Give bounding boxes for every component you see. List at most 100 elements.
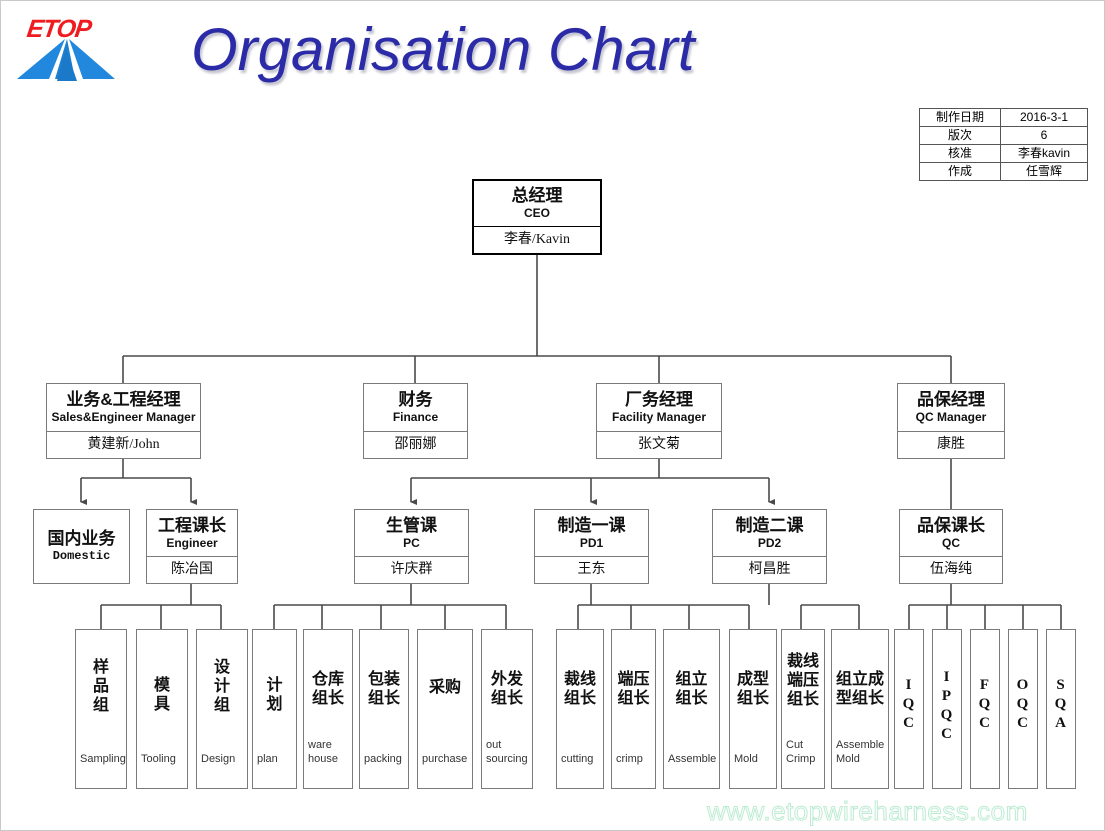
node-person-name: 黄建新/John	[47, 431, 200, 458]
leaf-en-label: cutting	[561, 753, 594, 765]
info-key: 制作日期	[919, 108, 1001, 127]
node-cn-label: 总经理	[511, 186, 563, 205]
document-info-table: 制作日期 2016-3-1 版次 6 核准 李春kavin 作成 任雪辉	[919, 108, 1088, 181]
etop-logo: ETOP	[13, 13, 123, 83]
node-cn-label: 生管课	[386, 515, 437, 535]
info-value: 6	[1000, 126, 1088, 145]
node-en-label: PD2	[757, 535, 782, 550]
leaf-en-label: purchase	[422, 753, 468, 765]
node-person-name: 康胜	[898, 431, 1004, 458]
leaf-en-label: crimp	[616, 753, 643, 765]
leaf-sampling[interactable]: 样 品 组 Sampling	[75, 629, 127, 789]
node-finance[interactable]: 财务 Finance 邵丽娜	[363, 383, 468, 459]
leaf-cn-label: 模 具	[153, 677, 170, 713]
node-cn-label: 品保经理	[917, 390, 985, 409]
leaf-cn-label: 裁线 组长	[563, 671, 596, 707]
leaf-en-label: out sourcing	[486, 739, 528, 765]
leaf-mold[interactable]: 成型 组长 Mold	[729, 629, 777, 789]
leaf-assemble-mold[interactable]: 组立成 型组长 Assemble Mold	[831, 629, 889, 789]
leaf-ipqc[interactable]: I P Q C	[932, 629, 962, 789]
leaf-cn-label: 成型 组长	[736, 671, 769, 707]
node-person-name: 李春/Kavin	[474, 226, 600, 253]
node-facility-manager[interactable]: 厂务经理 Facility Manager 张文菊	[596, 383, 722, 459]
node-title-cell: 品保经理 QC Manager	[898, 384, 1004, 431]
leaf-cn-label: 外发 组长	[490, 671, 523, 707]
node-cn-label: 工程课长	[158, 515, 226, 535]
leaf-cn-label: 包装 组长	[367, 671, 400, 707]
leaf-oqc[interactable]: O Q C	[1008, 629, 1038, 789]
node-pd2[interactable]: 制造二课 PD2 柯昌胜	[712, 509, 827, 584]
leaf-purchase[interactable]: 采购 purchase	[417, 629, 473, 789]
leaf-cut-crimp[interactable]: 裁线 端压 组长 Cut Crimp	[781, 629, 825, 789]
node-en-label: QC	[942, 535, 960, 550]
node-person-name: 张文菊	[597, 431, 721, 458]
leaf-en-label: Design	[201, 753, 236, 765]
leaf-cn-label: 组立 组长	[675, 671, 708, 707]
leaf-cn-label: O Q C	[1016, 677, 1030, 731]
node-en-label: PC	[403, 535, 420, 550]
node-qc[interactable]: 品保课长 QC 伍海纯	[899, 509, 1003, 584]
node-title-cell: 厂务经理 Facility Manager	[597, 384, 721, 431]
table-row: 作成 任雪辉	[919, 162, 1088, 181]
table-row: 核准 李春kavin	[919, 144, 1088, 163]
info-key: 作成	[919, 162, 1001, 181]
node-cn-label: 制造一课	[557, 515, 626, 535]
leaf-en-label: Cut Crimp	[786, 739, 816, 765]
node-title-cell: 制造一课 PD1	[535, 510, 648, 556]
leaf-outsourcing[interactable]: 外发 组长 out sourcing	[481, 629, 533, 789]
node-cn-label: 品保课长	[917, 515, 985, 535]
leaf-en-label: ware house	[308, 739, 338, 765]
table-row: 制作日期 2016-3-1	[919, 108, 1088, 127]
leaf-crimp[interactable]: 端压 组长 crimp	[611, 629, 656, 789]
leaf-cn-label: 设 计 组	[213, 659, 230, 714]
leaf-design[interactable]: 设 计 组 Design	[196, 629, 248, 789]
leaf-tooling[interactable]: 模 具 Tooling	[136, 629, 188, 789]
node-en-label: Facility Manager	[611, 410, 707, 424]
leaf-cn-label: 采购	[428, 679, 461, 696]
node-engineer[interactable]: 工程课长 Engineer 陈冶国	[146, 509, 238, 584]
node-cn-label: 财务	[398, 390, 433, 409]
info-value: 2016-3-1	[1000, 108, 1088, 127]
leaf-cn-label: S Q A	[1054, 677, 1068, 731]
leaf-fqc[interactable]: F Q C	[970, 629, 1000, 789]
node-title-cell: 国内业务 Domestic	[34, 510, 129, 583]
leaf-assemble[interactable]: 组立 组长 Assemble	[663, 629, 720, 789]
node-pc[interactable]: 生管课 PC 许庆群	[354, 509, 469, 584]
node-en-label: Engineer	[166, 535, 218, 550]
leaf-cutting[interactable]: 裁线 组长 cutting	[556, 629, 604, 789]
info-key: 核准	[919, 144, 1001, 163]
node-pd1[interactable]: 制造一课 PD1 王东	[534, 509, 649, 584]
node-en-label: Finance	[392, 410, 439, 424]
node-domestic[interactable]: 国内业务 Domestic	[33, 509, 130, 584]
logo-rays-icon	[17, 39, 115, 81]
leaf-cn-label: 计 划	[266, 677, 283, 713]
leaf-en-label: packing	[364, 753, 402, 765]
leaf-en-label: Tooling	[141, 753, 176, 765]
leaf-cn-label: 裁线 端压 组长	[786, 653, 819, 708]
node-cn-label: 制造二课	[735, 515, 804, 535]
node-person-name: 陈冶国	[147, 556, 237, 583]
info-key: 版次	[919, 126, 1001, 145]
leaf-en-label: Assemble	[668, 753, 717, 765]
leaf-cn-label: F Q C	[978, 677, 992, 731]
node-cn-label: 国内业务	[47, 529, 116, 548]
leaf-packing[interactable]: 包装 组长 packing	[359, 629, 409, 789]
leaf-en-label: plan	[257, 753, 278, 765]
table-row: 版次 6	[919, 126, 1088, 145]
leaf-iqc[interactable]: I Q C	[894, 629, 924, 789]
leaf-plan[interactable]: 计 划 plan	[252, 629, 297, 789]
node-sales-engineer-manager[interactable]: 业务&工程经理 Sales&Engineer Manager 黄建新/John	[46, 383, 201, 459]
node-qc-manager[interactable]: 品保经理 QC Manager 康胜	[897, 383, 1005, 459]
leaf-warehouse[interactable]: 仓库 组长 ware house	[303, 629, 353, 789]
node-person-name: 王东	[535, 556, 648, 583]
node-en-label: Domestic	[52, 549, 111, 563]
leaf-sqa[interactable]: S Q A	[1046, 629, 1076, 789]
node-title-cell: 品保课长 QC	[900, 510, 1002, 556]
leaf-en-label: Assemble Mold	[836, 739, 885, 765]
node-person-name: 柯昌胜	[713, 556, 826, 583]
leaf-cn-label: 仓库 组长	[311, 671, 344, 707]
node-cn-label: 业务&工程经理	[66, 390, 181, 409]
node-ceo[interactable]: 总经理 CEO 李春/Kavin	[472, 179, 602, 255]
node-person-name: 伍海纯	[900, 556, 1002, 583]
